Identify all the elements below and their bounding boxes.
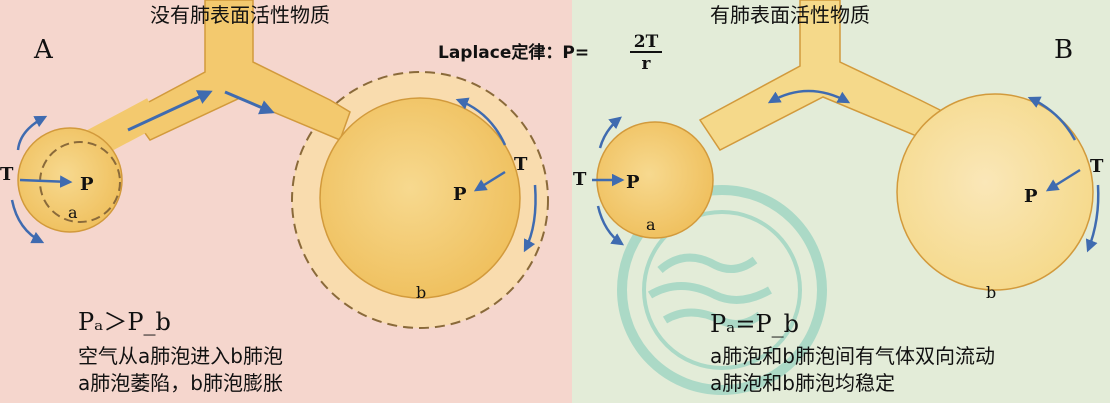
panel-letter-B: B: [1054, 35, 1073, 65]
label-P-a-right: P: [626, 172, 640, 193]
watermark-logo: [617, 185, 827, 395]
pressure-relation-right: Pₐ=P_b: [710, 310, 799, 338]
tension-arrow-a-bottom-right: [596, 205, 625, 246]
pressure-arrow-b: [473, 170, 506, 192]
tension-arrow-a-top-right: [598, 116, 622, 149]
label-P-b-left: P: [453, 184, 467, 205]
right-caption-line1: a肺泡和b肺泡间有气体双向流动: [710, 344, 995, 368]
label-P-b-right: P: [1024, 186, 1038, 207]
label-b-right: b: [986, 283, 996, 302]
alveolus-a-left-inner-outline: [39, 141, 121, 223]
right-title: 有肺表面活性物质: [710, 3, 870, 27]
left-caption-line2: a肺泡萎陷，b肺泡膨胀: [78, 371, 283, 395]
laplace-denominator: r: [642, 54, 652, 74]
bidirectional-airflow-arrow: [767, 89, 851, 104]
pressure-arrow-b-right: [1045, 168, 1081, 192]
left-panel: 没有肺表面活性物质 A T P a T P b Pₐ＞P_b 空气从a肺泡进入b…: [0, 0, 549, 395]
label-T-b-left: T: [514, 154, 528, 175]
right-caption-line2: a肺泡和b肺泡均稳定: [710, 371, 895, 395]
left-title: 没有肺表面活性物质: [150, 3, 330, 27]
tension-arrow-b-bottom-right: [1085, 184, 1100, 253]
label-T-b-right: T: [1090, 156, 1104, 177]
label-a-right: a: [646, 215, 656, 234]
laplace-label: Laplace定律：P=: [438, 42, 589, 63]
laplace-formula: Laplace定律：P= 2T r: [438, 32, 662, 74]
pressure-arrow-a: [19, 175, 73, 188]
tension-arrow-b-bottom: [523, 184, 537, 253]
label-a-left: a: [68, 203, 78, 222]
tension-arrow-b-top-right: [1027, 96, 1077, 141]
alveolus-b-left: [319, 97, 521, 299]
label-T-a-left: T: [0, 164, 14, 185]
label-b-left: b: [416, 283, 426, 302]
pressure-relation-left: Pₐ＞P_b: [78, 308, 171, 336]
panel-letter-A: A: [33, 35, 54, 65]
airflow-arrow-2: [224, 90, 275, 115]
left-caption-line1: 空气从a肺泡进入b肺泡: [78, 344, 283, 368]
tension-arrow-b-top: [455, 97, 507, 146]
label-P-a-left: P: [80, 174, 94, 195]
tension-arrow-a-top: [16, 115, 48, 151]
airflow-arrow-1: [127, 90, 213, 132]
right-panel: 有肺表面活性物质 B T P a T P b Pₐ=P_b a肺泡和b肺泡间有气…: [573, 0, 1104, 395]
laplace-numerator: 2T: [634, 32, 659, 52]
alveolus-b-right: [896, 93, 1094, 291]
tension-arrow-a-bottom: [10, 199, 45, 244]
label-T-a-right: T: [573, 169, 587, 190]
